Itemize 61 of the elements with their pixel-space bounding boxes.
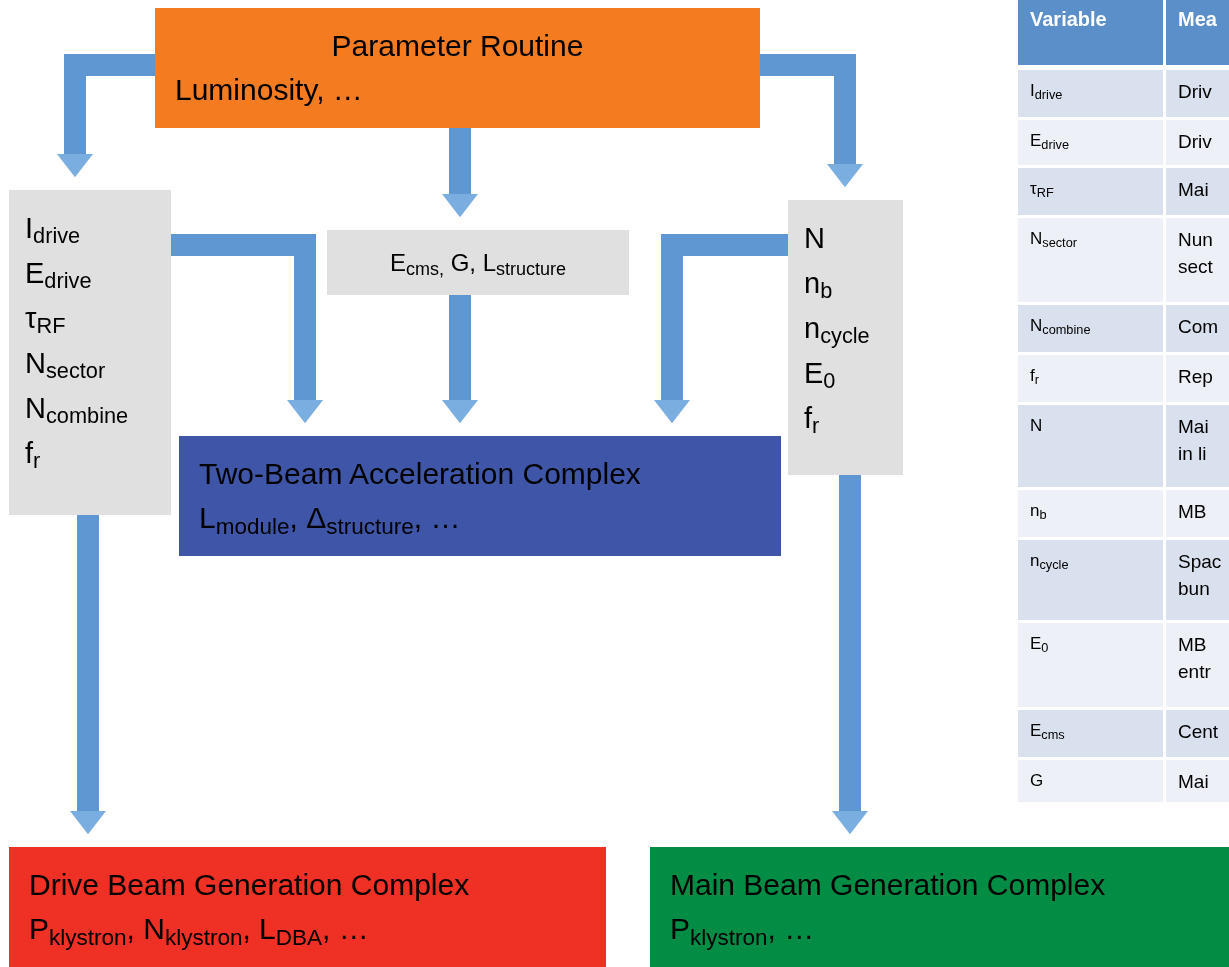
box-title: Main Beam Generation Complex: [670, 867, 1107, 903]
table-cell: Com: [1166, 305, 1229, 352]
process-box: [179, 436, 781, 556]
box-title: Two-Beam Acceleration Complex: [199, 456, 642, 492]
parameter-list: P$_{klystron}$, …: [670, 907, 1209, 951]
column-header: Variable: [1018, 0, 1163, 65]
variable-name: N: [804, 221, 826, 256]
variable-name: f$_{r}$: [804, 401, 821, 441]
block-arrow: [57, 54, 155, 178]
process-box: [155, 8, 760, 128]
box-title: Drive Beam Generation Complex: [29, 867, 471, 903]
variable-name: f$_{r}$: [25, 436, 42, 476]
parameter-list: P$_{klystron}$, N$_{klystron}$, L$_{DBA}$, …: [29, 907, 586, 951]
table-cell: N$_{combine}$: [1018, 305, 1163, 352]
table-cell: f$_{r}$: [1018, 355, 1163, 402]
box-title: Parameter Routine: [331, 28, 584, 64]
table-cell: E$_{cms}$: [1018, 710, 1163, 757]
table-cell: Spac bun: [1166, 540, 1229, 620]
table-cell: Rep: [1166, 355, 1229, 402]
column-header: Mea: [1166, 0, 1229, 65]
table-cell: I$_{drive}$: [1018, 70, 1163, 117]
table-cell: Cent: [1166, 710, 1229, 757]
table-cell: Mai in li: [1166, 405, 1229, 487]
table-cell: τ$_{RF}$: [1018, 168, 1163, 215]
variable-name: N$_{combine}$: [25, 391, 130, 431]
variable-name: τ$_{RF}$: [25, 301, 67, 341]
variable-name: E$_{drive}$: [25, 256, 93, 296]
table-cell: E$_{0}$: [1018, 623, 1163, 707]
table-cell: Driv: [1166, 120, 1229, 165]
table-cell: n$_{cycle}$: [1018, 540, 1163, 620]
block-arrow: [760, 54, 863, 188]
variable-list-box: [327, 230, 629, 295]
variable-name: I$_{drive}$: [25, 211, 82, 251]
table-cell: Driv: [1166, 70, 1229, 117]
block-arrow: [442, 128, 478, 218]
process-box: [9, 847, 606, 967]
table-cell: n$_{b}$: [1018, 490, 1163, 537]
parameter-list: L$_{module}$, Δ$_{structure}$, …: [199, 496, 761, 540]
variable-name: n$_{cycle}$: [804, 311, 871, 351]
variable-name: E$_{0}$: [804, 356, 837, 396]
table-cell: Mai: [1166, 168, 1229, 215]
block-arrow: [171, 234, 323, 424]
block-arrow: [654, 234, 788, 424]
variable-name: n$_{b}$: [804, 266, 834, 306]
process-box: [650, 847, 1229, 967]
block-arrow: [832, 475, 868, 835]
table-cell: MB entr: [1166, 623, 1229, 707]
table-cell: E$_{drive}$: [1018, 120, 1163, 165]
variable-list-box: [788, 200, 903, 475]
table-cell: MB: [1166, 490, 1229, 537]
block-arrow: [442, 295, 478, 424]
variable-name: E$_{cms,}$ G, L$_{structure}$: [389, 247, 567, 281]
table-cell: Mai: [1166, 760, 1229, 802]
table-cell: Nun sect: [1166, 218, 1229, 302]
table-cell: N: [1018, 405, 1163, 487]
variable-name: N$_{sector}$: [25, 346, 107, 386]
variable-list-box: [9, 190, 171, 515]
parameter-list: Luminosity, …: [175, 68, 740, 112]
table-cell: N$_{sector}$: [1018, 218, 1163, 302]
block-arrow: [70, 515, 106, 835]
table-cell: G: [1018, 760, 1163, 802]
